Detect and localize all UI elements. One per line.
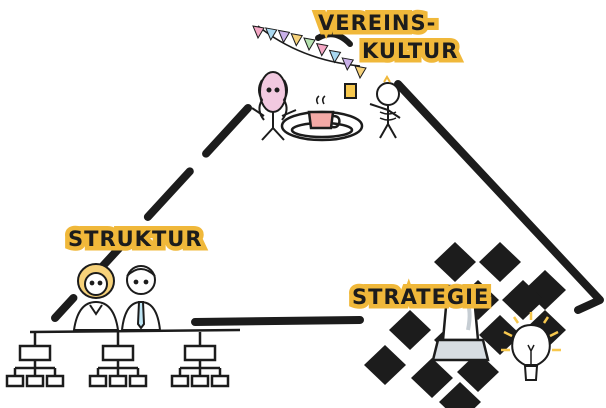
checker-square xyxy=(479,315,521,355)
bunting-flag xyxy=(341,57,355,72)
person-with-tie-icon xyxy=(120,265,162,331)
coffee-cup-icon xyxy=(280,95,364,142)
bunting-flag xyxy=(264,27,278,42)
label-vereinskultur-line2: KULTUR xyxy=(362,39,458,63)
org-top-line xyxy=(29,328,241,334)
org-box xyxy=(45,374,65,388)
org-box xyxy=(88,374,108,388)
checker-square xyxy=(389,310,431,350)
checkerboard-icon xyxy=(364,242,566,408)
org-box xyxy=(190,374,210,388)
org-box xyxy=(210,374,230,388)
org-box xyxy=(101,344,135,362)
label-struktur: STRUKTUR xyxy=(68,227,203,251)
org-box xyxy=(25,374,45,388)
edge-right xyxy=(394,80,604,314)
bunting-flag xyxy=(354,65,367,80)
chess-rook-icon xyxy=(431,284,490,362)
bunting-icon xyxy=(252,25,367,80)
label-strategie: STRATEGIE xyxy=(352,285,489,309)
checker-square xyxy=(479,242,521,282)
checker-square xyxy=(439,382,481,408)
org-box xyxy=(128,374,148,388)
label-vereinskultur-line1: VEREINS- xyxy=(318,11,436,35)
checker-square xyxy=(411,358,453,398)
person-with-drink-icon xyxy=(344,75,401,139)
bunting-flag xyxy=(328,49,342,64)
person-curly-hair-icon xyxy=(72,263,120,331)
org-box xyxy=(183,344,217,362)
bunting-string xyxy=(315,31,353,47)
org-chart-icon xyxy=(5,328,241,388)
checker-square xyxy=(457,352,499,392)
edge-bottom xyxy=(191,316,364,326)
org-box xyxy=(170,374,190,388)
bunting-flag xyxy=(290,32,304,47)
bunting-flag xyxy=(252,25,265,40)
org-box xyxy=(108,374,128,388)
light-bulb-icon xyxy=(501,312,561,381)
checker-square xyxy=(502,280,544,320)
bunting-flag xyxy=(315,42,329,57)
bunting-flag xyxy=(303,37,316,52)
checker-square xyxy=(434,242,476,282)
bunting-flag xyxy=(277,29,291,44)
org-box xyxy=(5,374,25,388)
person-with-curly-hair-icon xyxy=(251,71,297,141)
org-box xyxy=(18,344,52,362)
checker-square xyxy=(364,345,406,385)
